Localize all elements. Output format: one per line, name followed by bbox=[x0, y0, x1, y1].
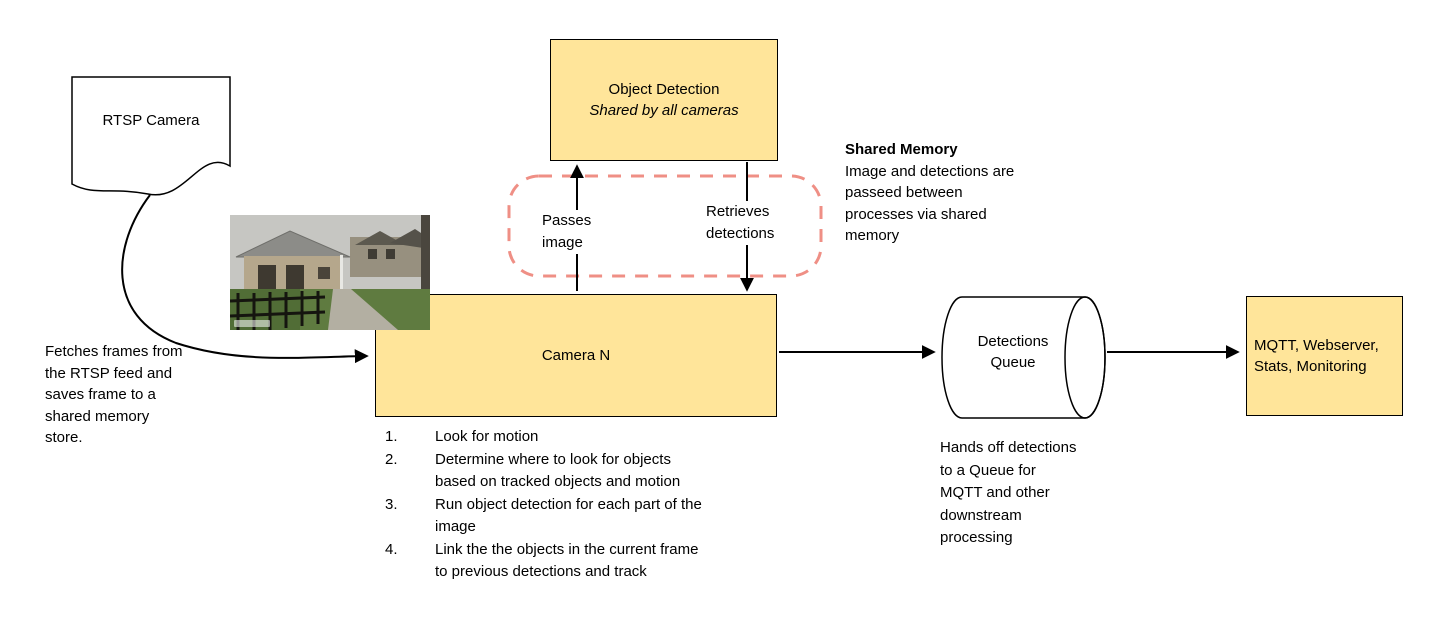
fetch-note-line: shared memory bbox=[45, 407, 150, 425]
rtsp-camera-label: RTSP Camera bbox=[102, 112, 200, 129]
step-text-line: based on tracked objects and motion bbox=[435, 473, 681, 490]
detections-queue-label: Detections Queue bbox=[951, 331, 1075, 373]
passes-image-label-line2: image bbox=[542, 234, 583, 251]
camera-n-label: Camera N bbox=[541, 347, 611, 364]
step-item: 2. Determine where to look for objects b… bbox=[385, 449, 702, 494]
step-text-line: Link the the objects in the current fram… bbox=[435, 540, 699, 558]
passes-image-label-line1: Passes bbox=[542, 212, 592, 229]
step-text-line: Determine where to look for objects bbox=[435, 450, 671, 468]
camera-snapshot-scene bbox=[229, 215, 430, 330]
queue-handoff-note: Hands off detections to a Queue for MQTT… bbox=[940, 437, 1100, 550]
shared-memory-note-line: memory bbox=[845, 227, 900, 244]
object-detection-title: Object Detection bbox=[608, 81, 720, 98]
camera-snapshot-image bbox=[229, 215, 430, 330]
step-text-line: to previous detections and track bbox=[435, 563, 647, 580]
step-item: 1. Look for motion bbox=[385, 426, 702, 449]
step-number: 3. bbox=[385, 495, 398, 513]
camera-n-steps: 1. Look for motion 2. Determine where to… bbox=[385, 426, 702, 584]
passes-image-label: Passes image bbox=[540, 210, 594, 254]
step-text-line: Look for motion bbox=[435, 428, 539, 445]
queue-handoff-note-line: to a Queue for bbox=[940, 461, 1036, 479]
fetch-note-line: the RTSP feed and bbox=[45, 364, 173, 382]
object-detection-subtitle: Shared by all cameras bbox=[589, 102, 739, 119]
queue-handoff-note-line: processing bbox=[940, 529, 1013, 546]
shared-memory-note-title: Shared Memory bbox=[845, 141, 958, 158]
retrieves-detections-label: Retrieves detections bbox=[704, 201, 777, 245]
fetch-note-line: saves frame to a bbox=[45, 386, 156, 403]
step-item: 4. Link the the objects in the current f… bbox=[385, 539, 702, 584]
queue-handoff-note-line: downstream bbox=[940, 506, 1022, 524]
output-node: MQTT, Webserver, Stats, Monitoring bbox=[1246, 296, 1403, 416]
retrieves-detections-label-line1: Retrieves bbox=[706, 203, 770, 220]
step-item: 3. Run object detection for each part of… bbox=[385, 494, 702, 539]
detections-queue-label-line1: Detections bbox=[977, 333, 1049, 350]
camera-n-node: Camera N bbox=[375, 294, 777, 417]
queue-handoff-note-line: Hands off detections bbox=[940, 439, 1077, 456]
step-number: 1. bbox=[385, 428, 398, 445]
step-text-line: Run object detection for each part of th… bbox=[435, 495, 702, 513]
queue-handoff-note-line: MQTT and other bbox=[940, 484, 1050, 501]
output-label-line2: Stats, Monitoring bbox=[1254, 358, 1367, 375]
step-number: 2. bbox=[385, 450, 398, 468]
step-text-line: image bbox=[435, 518, 476, 535]
output-label-line1: MQTT, Webserver, bbox=[1254, 337, 1379, 354]
fetch-note-line: Fetches frames from bbox=[45, 343, 183, 360]
shared-memory-note-line: passeed between bbox=[845, 184, 963, 201]
detections-queue-label-line2: Queue bbox=[990, 354, 1036, 371]
fetch-note: Fetches frames from the RTSP feed and sa… bbox=[45, 341, 195, 449]
shared-memory-note-line: Image and detections are bbox=[845, 162, 1015, 180]
fetch-note-line: store. bbox=[45, 429, 83, 446]
step-number: 4. bbox=[385, 540, 398, 558]
shared-memory-note-line: processes via shared bbox=[845, 205, 987, 223]
shared-memory-note: Shared Memory Image and detections are p… bbox=[845, 139, 1055, 247]
rtsp-document-shape bbox=[71, 76, 231, 196]
object-detection-node: Object Detection Shared by all cameras bbox=[550, 39, 778, 161]
retrieves-detections-label-line2: detections bbox=[706, 225, 775, 242]
